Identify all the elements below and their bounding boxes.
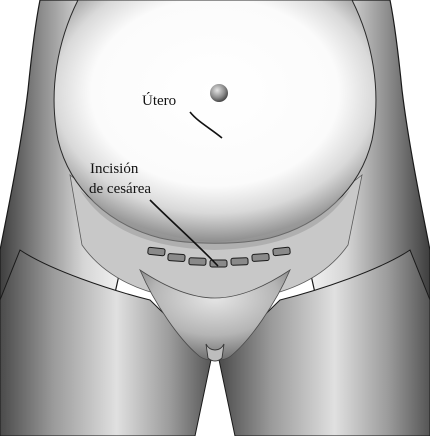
incision-segment <box>168 253 185 261</box>
incision-label-line2: de cesárea <box>89 180 151 198</box>
navel-icon <box>210 84 228 102</box>
incision-label-line1: Incisión <box>90 160 138 178</box>
pregnant-belly <box>54 0 376 243</box>
incision-segment <box>273 247 291 256</box>
incision-segment <box>231 258 248 266</box>
incision-segment <box>252 253 269 261</box>
incision-segment <box>148 247 166 256</box>
incision-segment <box>189 258 206 266</box>
uterus-label: Útero <box>142 92 176 110</box>
